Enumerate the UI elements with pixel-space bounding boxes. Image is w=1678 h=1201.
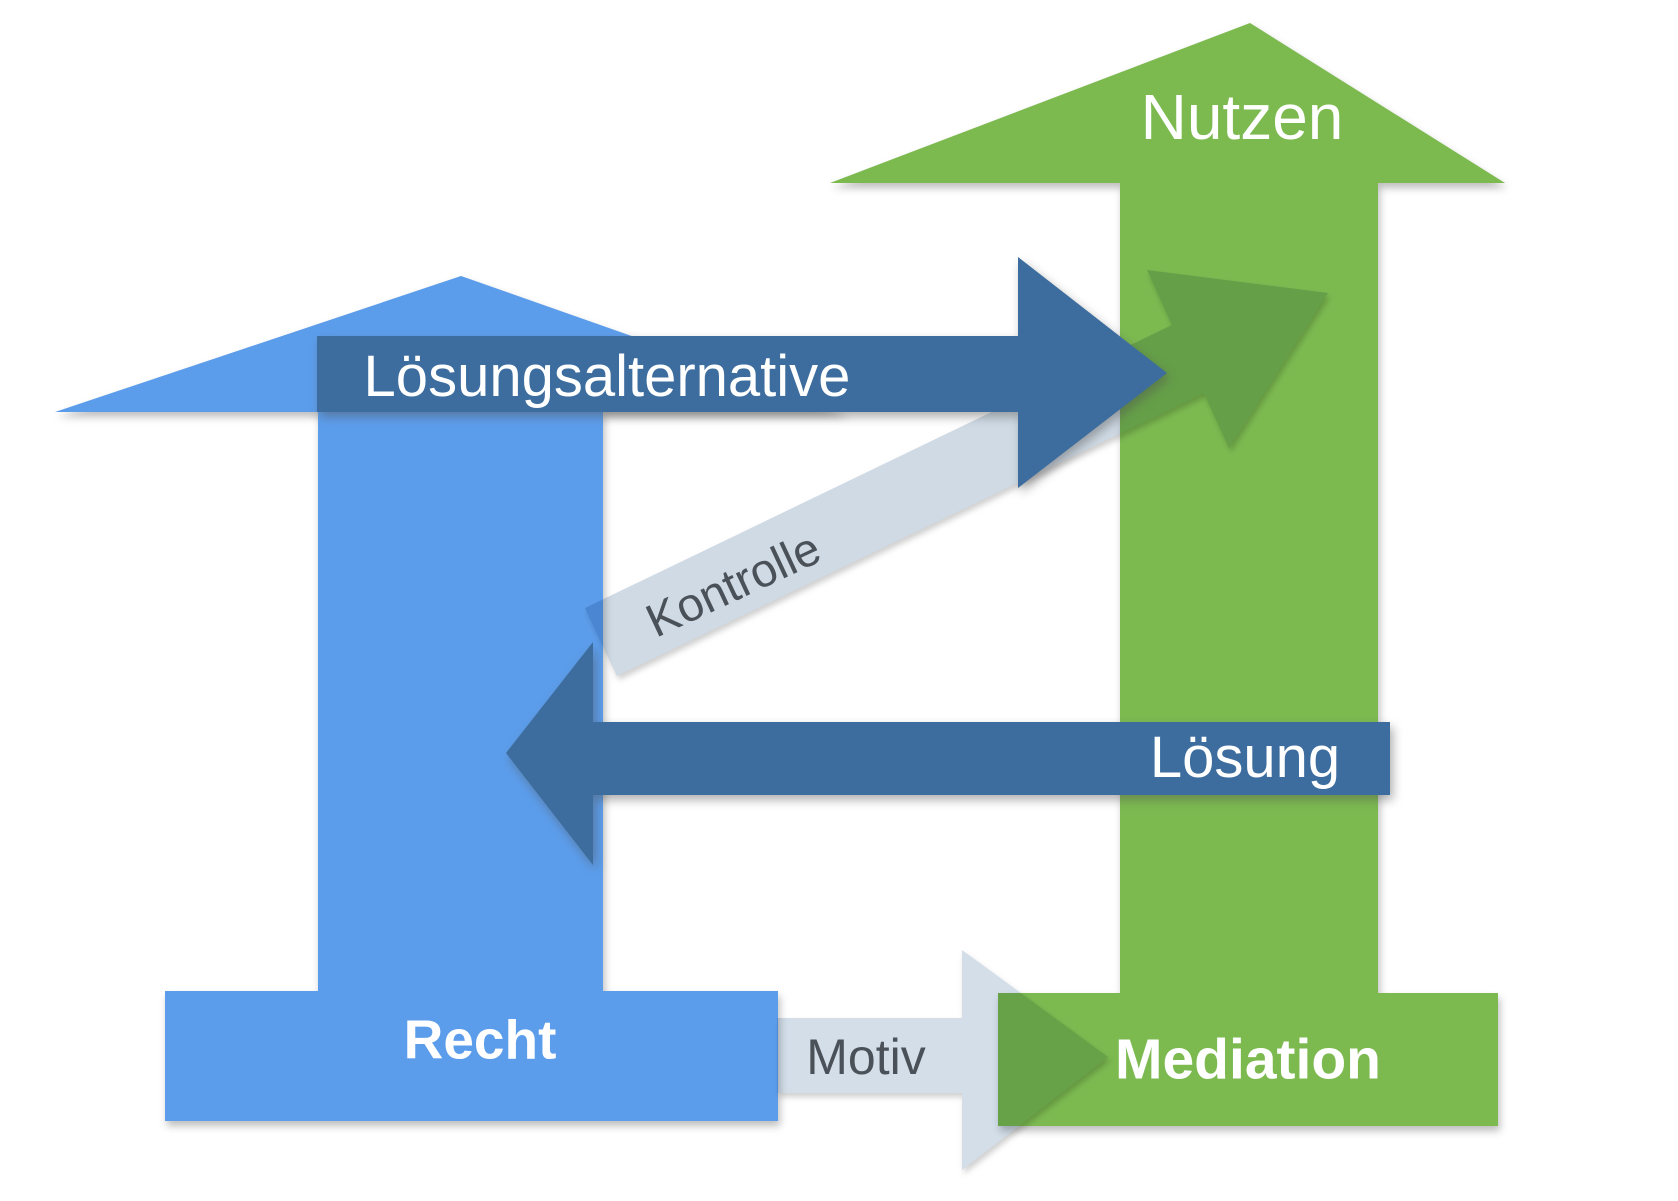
recht-up-arrow-shape — [55, 276, 848, 1121]
nutzen-label: Nutzen — [1140, 81, 1344, 153]
mediation-up-arrow-shape — [830, 23, 1505, 1126]
loesung-label: Lösung — [1149, 725, 1341, 790]
motiv-label: Motiv — [806, 1029, 926, 1085]
motiv-arrow-shape — [777, 950, 1108, 1170]
loesung-arrow-shape — [506, 642, 1390, 865]
mediation-label: Mediation — [1115, 1027, 1381, 1092]
loesungsalternative-arrow-shape — [317, 257, 1167, 488]
loesungsalternative-label: Lösungsalternative — [363, 344, 851, 409]
recht-label: Recht — [403, 1008, 557, 1071]
